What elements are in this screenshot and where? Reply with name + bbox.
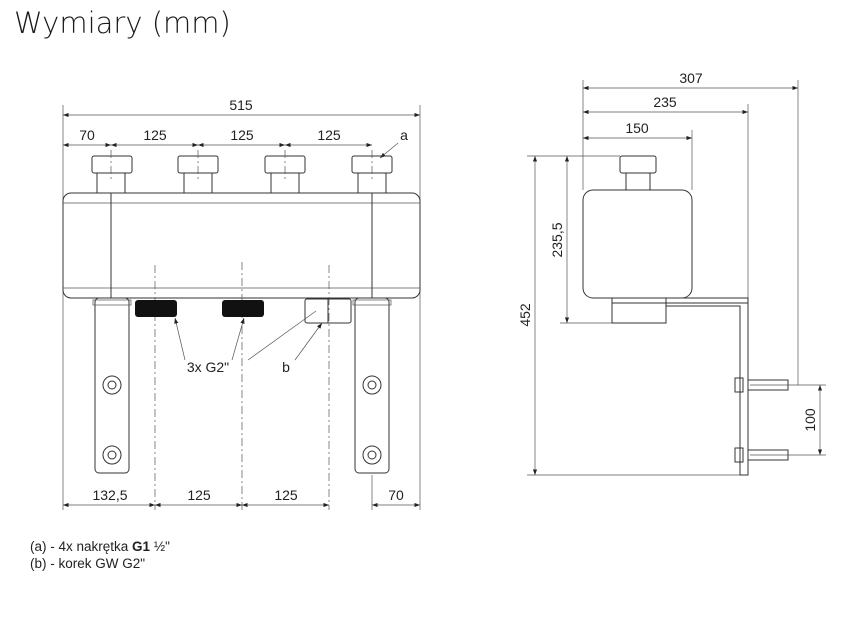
wall-anchor [734, 377, 800, 463]
label-plugs: 3x G2" [187, 359, 229, 375]
front-view: 515 70 125 125 125 a [62, 97, 421, 510]
dim-bolt-spacing: 100 [802, 408, 818, 432]
dim-top-3: 125 [317, 127, 341, 143]
dim-top-2: 125 [230, 127, 254, 143]
dim-top-1: 125 [143, 127, 167, 143]
dim-bottom-3: 70 [388, 487, 404, 503]
dim-top-0: 70 [79, 127, 95, 143]
dim-total-height: 452 [517, 303, 533, 327]
side-view: 307 235 150 235,5 452 100 [517, 70, 826, 476]
dim-body-height: 235,5 [549, 222, 565, 257]
label-a: a [400, 127, 408, 143]
legend-item-b: (b) - korek GW G2" [30, 556, 146, 571]
dim-side-2: 150 [625, 120, 649, 136]
dim-bottom-0: 132,5 [92, 487, 127, 503]
dim-bottom-1: 125 [187, 487, 211, 503]
dim-side-1: 235 [653, 94, 677, 110]
dim-side-0: 307 [679, 70, 703, 86]
legend-item-a: (a) - 4x nakrętka G1 ½" [30, 539, 170, 554]
nut-group [91, 155, 393, 194]
dim-overall-width: 515 [229, 97, 253, 113]
page-title: Wymiary (mm) [14, 6, 231, 40]
dim-bottom-2: 125 [274, 487, 298, 503]
legend: (a) - 4x nakrętka G1 ½" (b) - korek GW G… [30, 538, 170, 572]
label-b: b [282, 359, 290, 375]
